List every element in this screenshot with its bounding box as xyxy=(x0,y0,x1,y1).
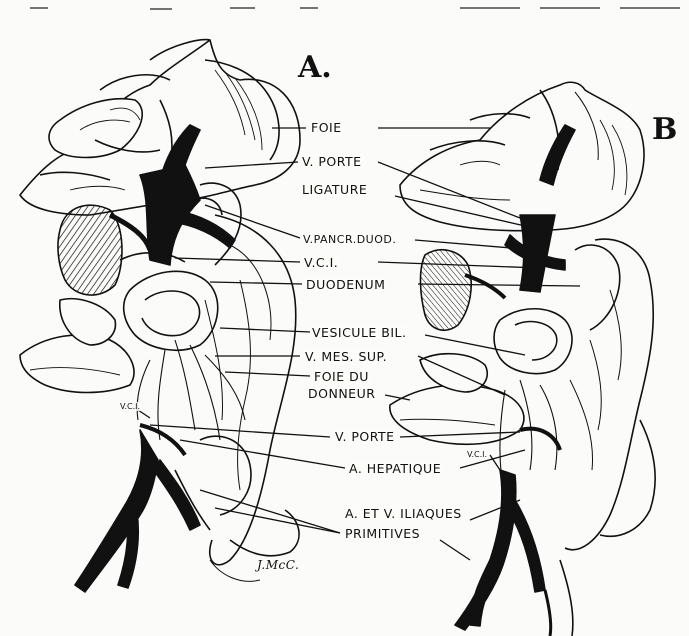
label-v-pancr-duod: V.PANCR.DUOD. xyxy=(301,233,398,246)
label-duodenum: DUODENUM xyxy=(304,277,387,292)
panel-label-a: A. xyxy=(298,50,332,85)
label-vci-right: V.C.I. xyxy=(465,450,489,459)
iliac-vessels-a xyxy=(75,430,158,592)
figure-b xyxy=(390,82,655,636)
label-foie-du-donneur-2: DONNEUR xyxy=(306,386,377,401)
iliac-vessels-b xyxy=(455,470,516,630)
label-iliaques-1: A. ET V. ILIAQUES xyxy=(343,506,464,521)
label-v-mes-sup: V. MES. SUP. xyxy=(303,349,389,364)
figure-a xyxy=(20,40,300,592)
label-vesicule-bil: VESICULE BIL. xyxy=(310,325,408,340)
duodenum-b xyxy=(494,309,572,374)
label-vci: V.C.I. xyxy=(302,255,340,270)
label-v-porte-bottom: V. PORTE xyxy=(333,429,397,444)
panel-label-b: B xyxy=(652,112,677,147)
label-vci-left: V.C.I. xyxy=(118,402,142,411)
artist-signature: J.McC. xyxy=(255,558,301,572)
duodenum-a xyxy=(124,271,218,350)
label-v-porte-top: V. PORTE xyxy=(300,154,364,169)
label-foie: FOIE xyxy=(309,120,344,135)
label-iliaques-2: PRIMITIVES xyxy=(343,526,422,541)
label-a-hepatique: A. HEPATIQUE xyxy=(347,461,443,476)
liver-lobe-b xyxy=(400,82,644,230)
label-ligature: LIGATURE xyxy=(300,182,369,197)
gallbladder-b xyxy=(420,250,471,330)
top-border-marks xyxy=(30,8,680,9)
label-foie-du-donneur-1: FOIE DU xyxy=(312,369,371,384)
